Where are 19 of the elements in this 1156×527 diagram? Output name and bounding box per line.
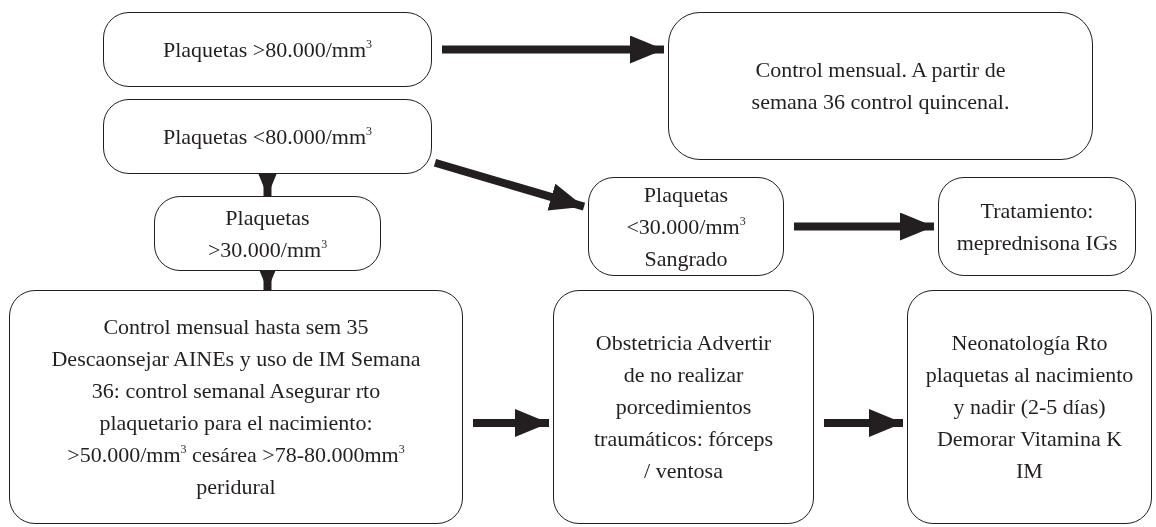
rounded-box	[938, 177, 1136, 276]
rounded-box	[668, 12, 1093, 160]
rounded-box	[907, 290, 1152, 524]
rounded-box	[103, 12, 432, 87]
box-text: Plaquetas <80.000/mm$^{3}$	[162, 122, 373, 151]
box-text: Control mensual. A partir de semana 36 control quincenal.	[750, 56, 1011, 116]
box-text: Neonatología Rto plaquetas al nacimiento y nadir (2-5 días) Demorar Vitamina K IM	[924, 329, 1135, 485]
box-text: Control mensual hasta sem 35 Descaonsejar AINEs y uso de IM Semana 36: control semanal Asegurar rto plaquetario para el nacimiento: >50.000/mm$^{3}$ cesárea >78-80.000mm$^{3}$ peridural	[51, 313, 421, 501]
rounded-box	[154, 196, 381, 271]
box-text: Plaquetas <30.000/mm$^{3}$ Sangrado	[625, 180, 747, 273]
box-text: Plaquetas >30.000/mm$^{3}$	[206, 203, 329, 264]
box-text: Tratamiento: meprednisona IGs	[955, 196, 1119, 257]
rounded-box	[588, 177, 784, 276]
box-text: Plaquetas >80.000/mm$^{3}$	[162, 35, 373, 64]
rounded-box	[553, 290, 814, 524]
box-text: Obstetricia Advertir de no realizar porcedimientos traumáticos: fórceps / ventosa	[593, 329, 774, 485]
arrow	[433, 158, 586, 211]
rounded-box	[9, 290, 463, 524]
rounded-box	[103, 99, 432, 174]
